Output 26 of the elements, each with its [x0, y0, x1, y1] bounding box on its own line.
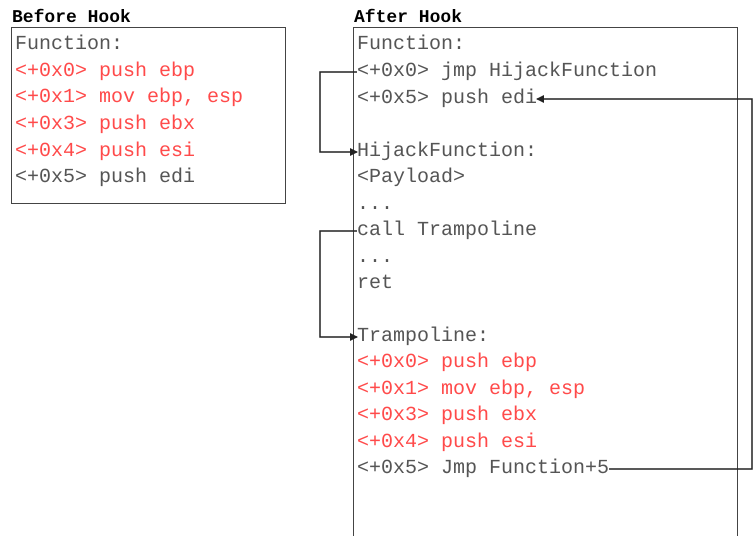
code-line: Function: [15, 32, 124, 58]
code-line: <+0x1> mov ebp, esp [357, 377, 586, 403]
jump-arrow [536, 95, 753, 470]
code-line: <+0x4> push esi [15, 139, 196, 165]
code-line: <+0x5> push edi [15, 165, 196, 191]
code-line: <Payload> [357, 165, 466, 191]
code-line: call Trampoline [357, 218, 538, 244]
code-line: HijackFunction: [357, 139, 538, 165]
code-line: <+0x3> push ebx [15, 112, 196, 138]
code-line: <+0x0> jmp HijackFunction [357, 59, 658, 85]
code-line: <+0x5> push edi [357, 86, 538, 112]
code-line: <+0x5> Jmp Function+5 [357, 456, 610, 482]
code-line: <+0x3> push ebx [357, 403, 538, 429]
code-line: ret [357, 271, 394, 297]
code-line: <+0x4> push esi [357, 430, 538, 456]
jump-arrow [319, 71, 358, 156]
code-line: <+0x0> push ebp [357, 350, 538, 376]
code-line: <+0x1> mov ebp, esp [15, 85, 244, 111]
code-line: <+0x0> push ebp [15, 59, 196, 85]
code-line: ... [357, 192, 394, 218]
jump-arrow [319, 230, 358, 341]
code-line: Function: [357, 32, 466, 58]
code-line: ... [357, 245, 394, 271]
panel-heading: Before Hook [12, 7, 131, 30]
panel-heading: After Hook [354, 7, 462, 30]
code-line: Trampoline: [357, 324, 490, 350]
